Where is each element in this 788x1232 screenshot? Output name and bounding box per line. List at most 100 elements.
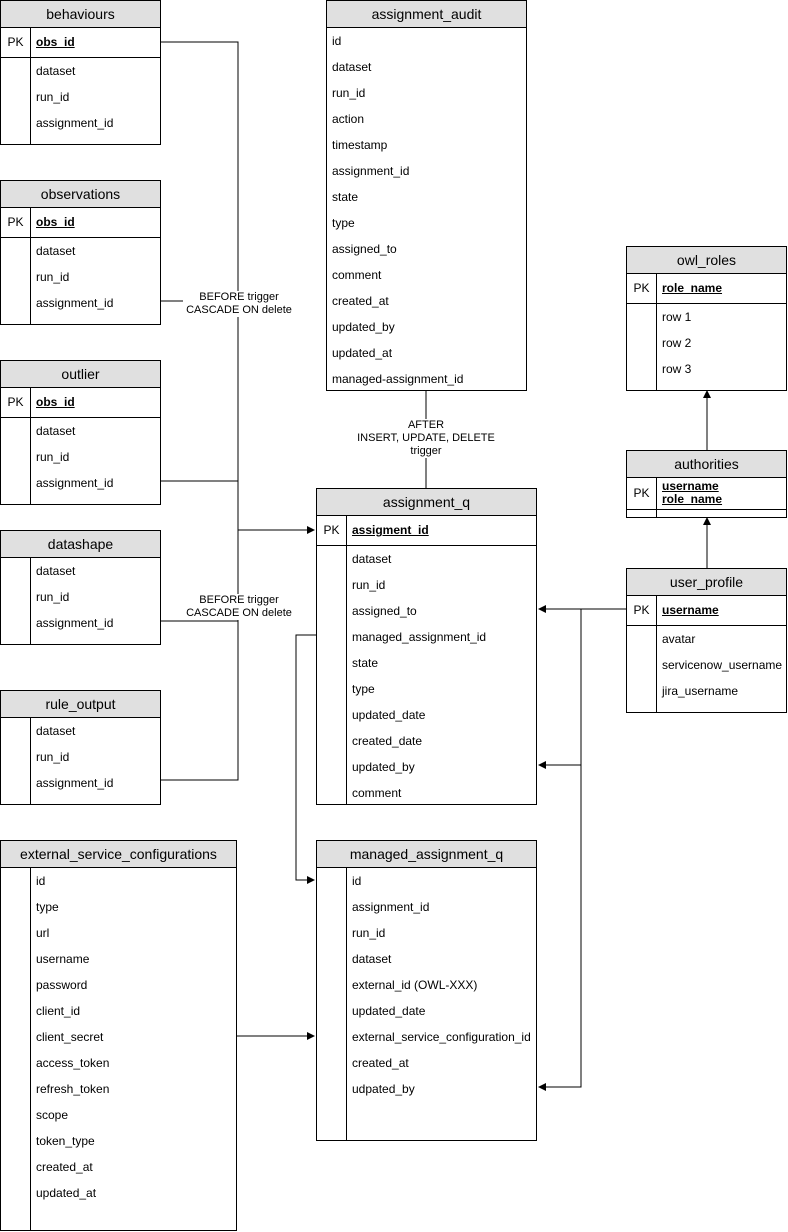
table-title: managed_assignment_q [317,841,536,868]
table-title: outlier [1,361,160,388]
field: updated_by [352,760,415,774]
field: assignment_id [36,616,114,630]
field: servicenow_username [662,658,783,672]
field: comment [332,268,382,282]
field: run_id [352,926,386,940]
field: updated_at [36,1186,97,1200]
field: assignment_id [352,900,430,914]
field: created_at [352,1056,409,1070]
field: client_id [36,1004,81,1018]
field: type [352,682,375,696]
pk-marker: PK [1,388,31,417]
field: updated_date [352,708,426,722]
field: username [36,952,90,966]
field: updated_by [332,320,395,334]
pk-marker: PK [317,516,347,545]
label-line: CASCADE ON delete [186,304,292,316]
table-user-profile: user_profile PK username avatar servicen… [626,568,787,713]
label-line: BEFORE trigger [199,291,279,303]
field: created_at [332,294,389,308]
table-title: assignment_audit [327,1,526,28]
field: dataset [352,952,392,966]
pk-marker: PK [1,208,31,237]
field: url [36,926,50,940]
edge-assignment-to-managed [295,634,316,884]
pk-marker: PK [627,274,657,303]
field: dataset [36,564,76,578]
pk-marker: PK [627,596,657,625]
field: assignment_id [36,296,114,310]
field: scope [36,1108,69,1122]
label-line: CASCADE ON delete [186,607,292,619]
field: managed-assignment_id [332,372,464,386]
pk-marker: PK [627,478,657,509]
table-title: rule_output [1,691,160,718]
field: row 3 [662,362,692,376]
field: refresh_token [36,1082,110,1096]
table-outlier: outlier PK obs_id dataset run_id assignm… [0,360,161,505]
field: run_id [36,750,70,764]
table-title: behaviours [1,1,160,28]
table-managed-assignment-q: managed_assignment_q id assignment_id ru… [316,840,537,1141]
field: run_id [36,270,70,284]
pk-field: obs_id [36,395,75,409]
pk-field-username: username [662,479,719,493]
table-title: authorities [627,451,786,478]
field: token_type [36,1134,95,1148]
label-line: trigger [410,445,442,457]
field: timestamp [332,138,388,152]
field: run_id [36,90,70,104]
table-behaviours: behaviours PK obs_id dataset run_id assi… [0,0,161,145]
field: password [36,978,88,992]
pk-field: username [662,603,719,617]
field: run_id [36,590,70,604]
field: run_id [36,450,70,464]
field: assigned_to [352,604,417,618]
field: row 2 [662,336,692,350]
field: updated_at [332,346,393,360]
field: avatar [662,632,696,646]
field: id [352,874,362,888]
table-title: owl_roles [627,247,786,274]
table-external-service-configurations: external_service_configurations id type … [0,840,237,1231]
field: udpated_by [352,1082,415,1096]
edge-user-updated-by [538,609,582,769]
field: dataset [36,424,76,438]
table-datashape: datashape dataset run_id assignment_id [0,530,161,645]
field: external_service_configuration_id [352,1030,531,1044]
table-authorities: authorities PK username role_name [626,450,787,518]
field: state [332,190,359,204]
label-line: AFTER [407,419,445,431]
pk-field-role-name: role_name [662,492,723,506]
table-title: external_service_configurations [1,841,236,868]
pk-field: role_name [662,281,723,295]
field: type [36,900,59,914]
field: id [36,874,46,888]
field: external_id (OWL-XXX) [352,978,478,992]
field: access_token [36,1056,110,1070]
field: assignment_id [332,164,410,178]
field: client_secret [36,1030,104,1044]
table-owl-roles: owl_roles PK role_name row 1 row 2 row 3 [626,246,787,391]
field: id [332,34,342,48]
pk-field: assigment_id [352,523,429,537]
edge-behaviours [160,41,239,781]
table-title: user_profile [627,569,786,596]
field: assignment_id [36,116,114,130]
field: managed_assignment_id [352,630,487,644]
edge-user-udpated-by [538,765,582,1091]
field: assignment_id [36,776,114,790]
table-title: observations [1,181,160,208]
table-assignment-audit: assignment_audit id dataset run_id actio… [326,0,527,391]
field: dataset [352,552,392,566]
field: comment [352,786,402,800]
field: state [352,656,379,670]
field: created_at [36,1160,93,1174]
edge-label-before-trigger-1: BEFORE trigger CASCADE ON delete [183,291,295,317]
pk-field: obs_id [36,215,75,229]
pk-marker: PK [1,28,31,57]
field: updated_date [352,1004,426,1018]
field: action [332,112,365,126]
field: created_date [352,734,423,748]
field: run_id [352,578,386,592]
